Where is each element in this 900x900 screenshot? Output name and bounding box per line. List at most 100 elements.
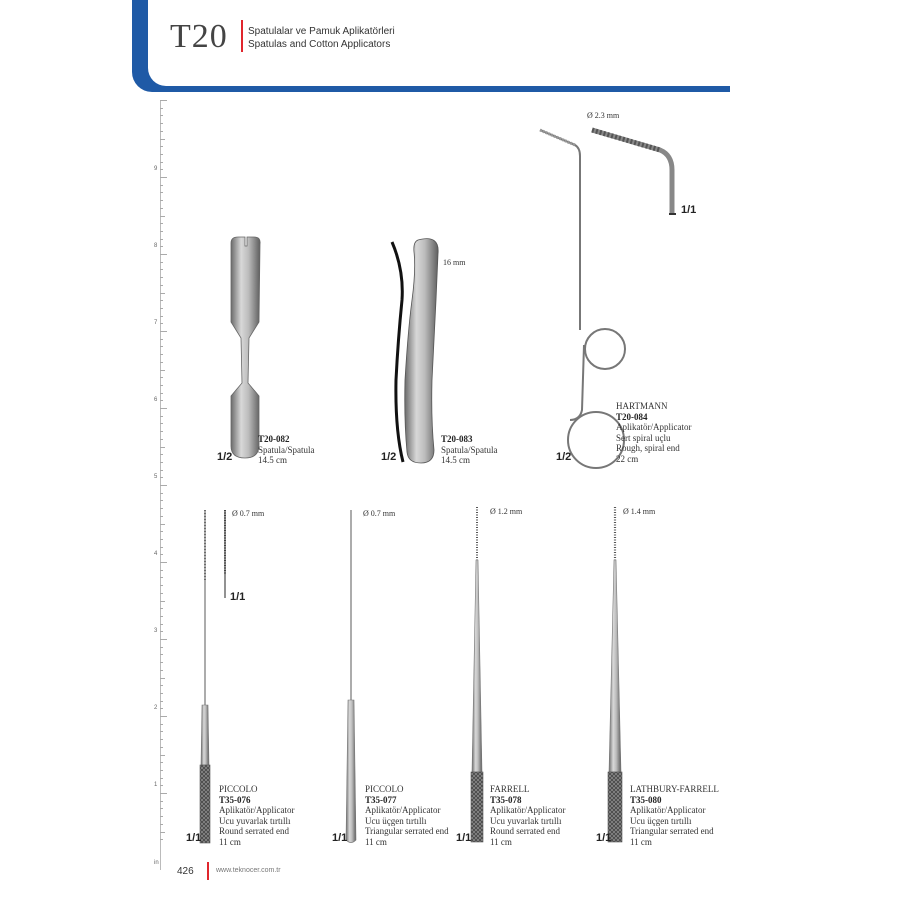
- dimension-label: Ø 1.4 mm: [623, 507, 656, 516]
- product-082-info: T20-082 Spatula/Spatula 14.5 cm: [258, 434, 315, 466]
- product-code: T35-078: [490, 794, 522, 805]
- ruler-tick: [160, 592, 163, 594]
- ruler-tick: [160, 230, 163, 232]
- ruler-tick: [160, 446, 165, 448]
- ruler-tick: [160, 477, 163, 479]
- header-divider: [241, 20, 243, 52]
- product-desc-en: Triangular serrated end: [630, 826, 714, 836]
- inch-ruler: 9 8 7 6 5 4 3 2 1 in: [154, 100, 168, 870]
- product-desc-en: Triangular serrated end: [365, 826, 449, 836]
- product-length: 11 cm: [630, 836, 652, 847]
- ruler-tick: [160, 346, 163, 348]
- product-code: T35-077: [365, 794, 397, 805]
- product-name: PICCOLO: [219, 784, 258, 794]
- ruler-tick: [160, 323, 163, 325]
- ruler-tick: [160, 523, 165, 525]
- product-080-info: LATHBURY-FARRELL T35-080 Aplikatör/Appli…: [630, 784, 719, 847]
- ruler-tick: [160, 623, 163, 625]
- dimension-label: Ø 0.7 mm: [363, 509, 396, 518]
- piccolo-076-drawing: [199, 510, 226, 844]
- ruler-unit: in: [154, 860, 159, 866]
- ruler-tick: [160, 508, 163, 510]
- product-desc-en: Rough, spiral end: [616, 443, 680, 453]
- ruler-tick: [160, 631, 163, 633]
- ruler-tick: [160, 654, 163, 656]
- ruler-tick: [160, 839, 163, 841]
- ruler-tick: [160, 392, 163, 394]
- product-desc-tr: Ucu yuvarlak tırtıllı: [219, 815, 291, 826]
- ruler-tick: [160, 615, 163, 617]
- ruler-tick: [160, 269, 163, 271]
- ruler-tick: [160, 200, 163, 202]
- ruler-tick: [160, 723, 163, 725]
- product-desc: Aplikatör/Applicator: [630, 805, 706, 815]
- ruler-tick: [160, 793, 167, 794]
- ruler-tick: [160, 562, 167, 563]
- dimension-label: Ø 2.3 mm: [587, 111, 620, 120]
- ruler-tick: [160, 754, 165, 756]
- ruler-tick: [160, 438, 163, 440]
- ruler-tick: [160, 700, 163, 702]
- ruler-tick: [160, 261, 163, 263]
- farrell-078-drawing: [470, 507, 484, 843]
- product-name: FARRELL: [490, 784, 530, 794]
- product-desc-tr: Ucu üçgen tırtıllı: [365, 815, 427, 826]
- product-length: 11 cm: [219, 836, 241, 847]
- ruler-tick: [160, 130, 163, 132]
- product-name: LATHBURY-FARRELL: [630, 784, 719, 794]
- ruler-tick: [160, 500, 163, 502]
- section-title-tr: Spatulalar ve Pamuk Aplikatörleri: [248, 26, 395, 37]
- ruler-tick: [160, 331, 167, 332]
- ruler-tick: [160, 485, 167, 486]
- scale-label: 1/1: [596, 832, 612, 844]
- ruler-tick: [160, 546, 163, 548]
- website-link[interactable]: www.teknocer.com.tr: [216, 867, 281, 874]
- ruler-tick: [160, 384, 163, 386]
- ruler-tick: [160, 600, 165, 602]
- ruler-tick: [160, 177, 167, 178]
- ruler-tick: [160, 207, 163, 209]
- product-desc: Aplikatör/Applicator: [490, 805, 566, 815]
- ruler-tick: [160, 354, 163, 356]
- ruler-tick: [160, 716, 167, 717]
- ruler-tick: [160, 708, 163, 710]
- ruler-tick: [160, 469, 163, 471]
- product-name: PICCOLO: [365, 784, 404, 794]
- ruler-tick: [160, 692, 163, 694]
- spatula-082-drawing: [230, 236, 261, 459]
- ruler-tick: [160, 831, 165, 833]
- ruler-tick: [160, 808, 163, 810]
- scale-label: 1/1: [186, 832, 202, 844]
- ruler-tick: [160, 769, 163, 771]
- product-084-info: HARTMANN T20-084 Aplikatör/Applicator Se…: [616, 401, 691, 464]
- product-code: T20-083: [441, 434, 473, 444]
- ruler-tick: [160, 423, 163, 425]
- product-desc-tr: Ucu üçgen tırtıllı: [630, 815, 692, 826]
- ruler-tick: [160, 816, 163, 818]
- ruler-tick: [160, 307, 163, 309]
- ruler-tick: [160, 639, 167, 640]
- scale-label: 1/2: [381, 451, 397, 463]
- ruler-number: 2: [154, 705, 158, 711]
- ruler-tick: [160, 408, 167, 409]
- ruler-tick: [160, 800, 163, 802]
- product-length: 14.5 cm: [258, 455, 287, 465]
- ruler-tick: [160, 223, 163, 225]
- ruler-tick: [160, 515, 163, 517]
- section-title-en: Spatulas and Cotton Applicators: [248, 39, 391, 50]
- lathbury-farrell-080-drawing: [607, 507, 623, 843]
- ruler-tick: [160, 123, 163, 125]
- catalog-section-code: T20: [170, 18, 228, 55]
- ruler-tick: [160, 100, 167, 101]
- product-desc: Spatula/Spatula: [258, 444, 315, 455]
- scale-label: 1/1: [456, 832, 472, 844]
- ruler-tick: [160, 400, 163, 402]
- ruler-tick: [160, 146, 163, 148]
- ruler-tick: [160, 461, 163, 463]
- ruler-tick: [160, 277, 163, 279]
- ruler-tick: [160, 246, 163, 248]
- ruler-tick: [160, 762, 163, 764]
- ruler-tick: [160, 569, 163, 571]
- product-code: T35-076: [219, 794, 251, 805]
- ruler-tick: [160, 492, 163, 494]
